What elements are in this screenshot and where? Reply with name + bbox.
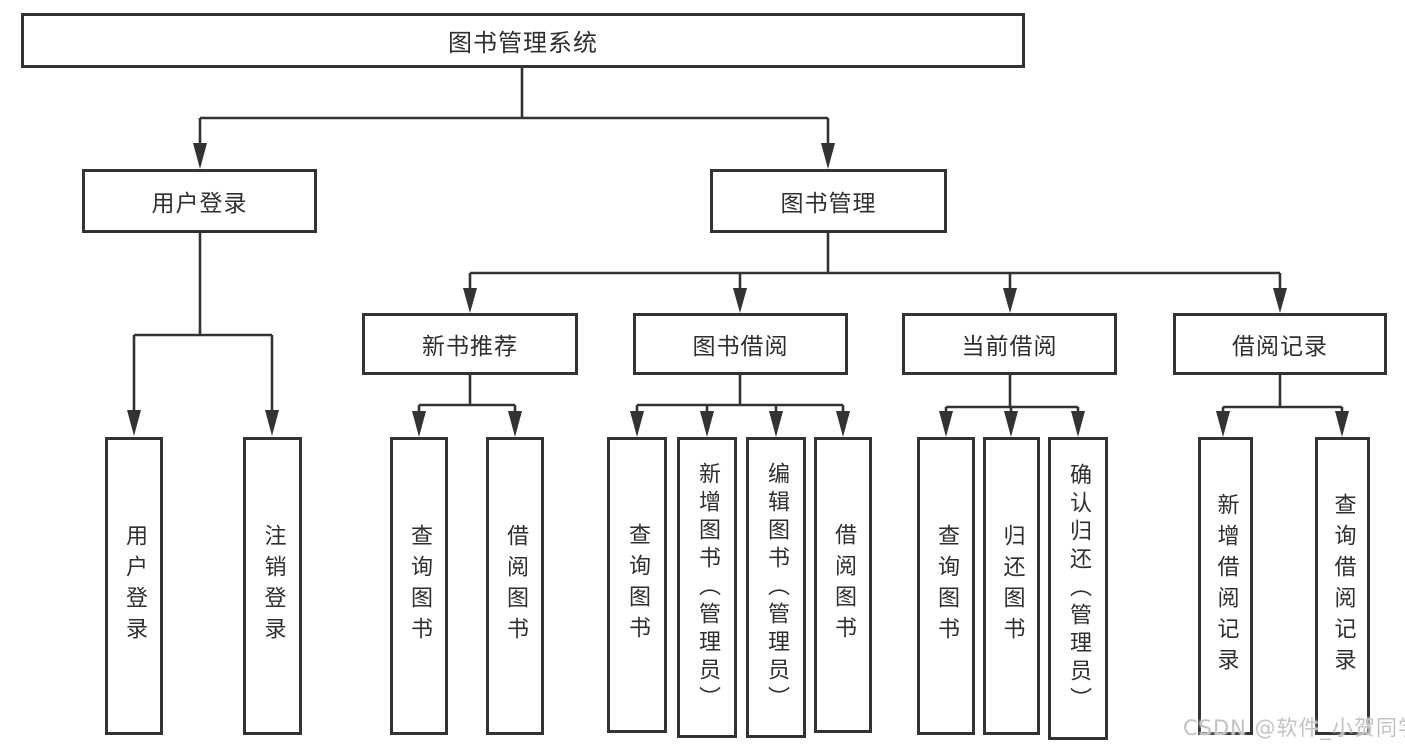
leaf-return-books: 归还图书 bbox=[983, 437, 1040, 735]
leaf-borrow-books-recommend: 借阅图书 bbox=[486, 437, 544, 735]
leaf-query-books-recommend: 查询图书 bbox=[390, 437, 448, 735]
leaf-add-books-admin: 新增图书（管理员） bbox=[677, 437, 737, 738]
node-user-login: 用户登录 bbox=[82, 169, 317, 233]
arrowheads bbox=[127, 143, 1349, 437]
node-book-management: 图书管理 bbox=[710, 169, 947, 233]
node-borrowing-records: 借阅记录 bbox=[1173, 313, 1387, 375]
node-book-borrowing: 图书借阅 bbox=[633, 313, 848, 375]
leaf-confirm-return-admin: 确认归还（管理员） bbox=[1048, 437, 1108, 740]
leaf-query-books-current: 查询图书 bbox=[917, 437, 975, 735]
connector-lines bbox=[132, 68, 1344, 411]
node-new-book-recommendation: 新书推荐 bbox=[362, 313, 578, 375]
leaf-logout: 注销登录 bbox=[243, 437, 302, 735]
node-library-management-system: 图书管理系统 bbox=[21, 13, 1025, 68]
leaf-borrow-books: 借阅图书 bbox=[814, 437, 872, 733]
leaf-query-books-borrow: 查询图书 bbox=[607, 437, 667, 733]
leaf-query-borrow-record: 查询借阅记录 bbox=[1315, 437, 1370, 735]
leaf-user-login: 用户登录 bbox=[105, 437, 163, 735]
leaf-edit-books-admin: 编辑图书（管理员） bbox=[746, 437, 806, 738]
csdn-watermark: CSDN @软件_小贺同学 bbox=[1183, 716, 1405, 740]
node-current-borrowing: 当前借阅 bbox=[902, 313, 1117, 375]
leaf-add-borrow-record: 新增借阅记录 bbox=[1198, 437, 1253, 735]
